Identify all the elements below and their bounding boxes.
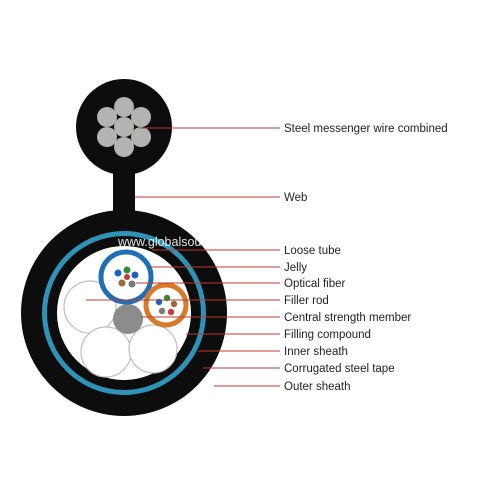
optical-fiber [158,307,166,315]
label-corrugated-steel-tape: Corrugated steel tape [284,363,395,375]
optical-fiber [167,308,175,316]
optical-fiber [128,280,136,288]
label-inner-sheath: Inner sheath [284,346,348,358]
messenger-wire-bundle [76,79,172,175]
filler-rod [128,324,178,374]
loose-tube-blue [98,249,154,305]
filler-rod [80,326,132,378]
label-loose-tube: Loose tube [284,245,341,257]
label-web: Web [284,192,307,204]
web-neck [113,168,135,218]
optical-fiber [114,269,122,277]
optical-fiber [123,266,131,274]
label-jelly: Jelly [284,262,307,274]
steel-wire [97,107,117,127]
steel-wire-center [114,117,134,137]
steel-wire [114,97,134,117]
label-steel-messenger-wire: Steel messenger wire combined [284,123,448,135]
optical-fiber [118,279,126,287]
label-filler-rod: Filler rod [284,295,329,307]
steel-wire [131,107,151,127]
loose-tube-wall [143,282,189,328]
label-central-strength-member: Central strength member [284,312,411,324]
component-labels: Steel messenger wire combined Web Loose … [284,123,448,393]
steel-wire [97,127,117,147]
optical-fiber [170,300,178,308]
central-strength-member [113,304,143,334]
watermark-text: www.globalsources.com/neetuo.co [117,235,311,249]
main-cable-body [21,210,227,416]
leader-lines [86,127,280,387]
label-optical-fiber: Optical fiber [284,278,346,290]
label-filling-compound: Filling compound [284,329,371,341]
label-outer-sheath: Outer sheath [284,381,350,393]
steel-wire [114,137,134,157]
optical-fiber [124,274,130,280]
steel-wire [131,127,151,147]
optical-fiber [131,271,139,279]
loose-tube-orange [143,282,189,328]
